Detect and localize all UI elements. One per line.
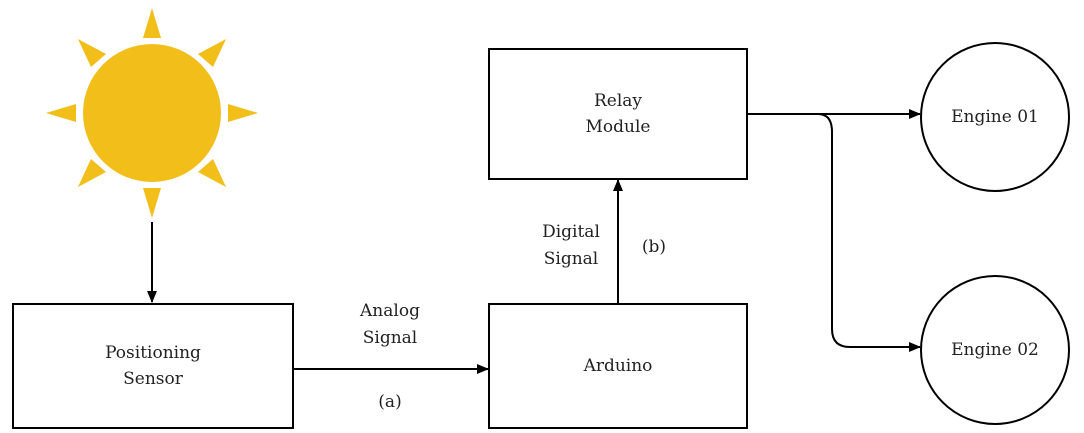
analog-signal-tag: (a) (378, 392, 402, 412)
digital-signal-tag: (b) (641, 237, 667, 257)
relay-module-line1: Relay (593, 91, 643, 111)
sun-icon (46, 8, 258, 218)
relay-module-label: Relay Module (586, 88, 651, 140)
relay-module-box: Relay Module (488, 48, 748, 180)
analog-signal-line2: Signal (362, 328, 418, 348)
digital-signal-line2: Signal (543, 249, 599, 269)
engine-01-circle: Engine 01 (920, 42, 1070, 192)
engine-02-label: Engine 02 (951, 340, 1039, 360)
analog-signal-line1: Analog (360, 301, 420, 321)
positioning-sensor-line1: Positioning (105, 343, 201, 363)
digital-signal-line1: Digital (542, 222, 600, 242)
positioning-sensor-line2: Sensor (123, 369, 183, 389)
analog-signal-label: Analog Signal (340, 298, 440, 352)
relay-to-engine02-arrow (817, 113, 921, 352)
arduino-label: Arduino (583, 356, 653, 376)
relay-module-line2: Module (585, 117, 651, 137)
engine-02-circle: Engine 02 (920, 275, 1070, 425)
digital-signal-label: Digital Signal (526, 219, 616, 273)
positioning-sensor-box: Positioning Sensor (12, 303, 294, 429)
positioning-sensor-label: Positioning Sensor (105, 340, 201, 392)
engine-01-label: Engine 01 (951, 107, 1039, 127)
arduino-box: Arduino (488, 303, 748, 429)
